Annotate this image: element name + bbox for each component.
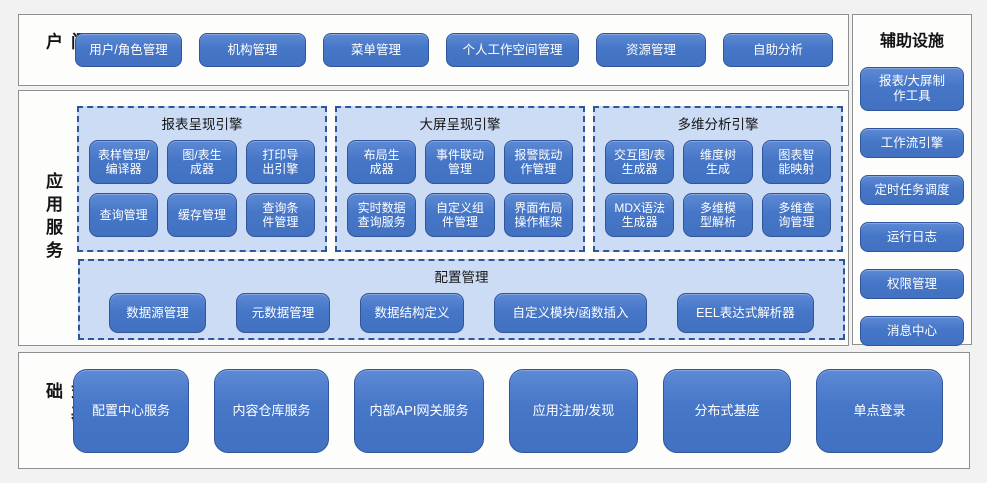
layout-generator-node: 布局生 成器 <box>347 140 417 184</box>
org-management-node: 机构管理 <box>199 33 306 67</box>
chart-table-generator-node: 图/表生 成器 <box>167 140 237 184</box>
bigscreen-engine-grid: 布局生 成器 事件联动 管理 报警既动 作管理 实时数据 查询服务 自定义组 件… <box>347 140 573 237</box>
foundation-panel: 分布式基础 配置中心服务 内容仓库服务 内部API网关服务 应用注册/发现 分布… <box>18 352 970 469</box>
app-register-discovery-node: 应用注册/发现 <box>509 368 638 453</box>
olap-engine-title: 多维分析引擎 <box>677 117 759 132</box>
report-engine-grid: 表样管理/ 编译器 图/表生 成器 打印导 出引擎 查询管理 缓存管理 查询条 … <box>89 140 315 237</box>
chart-smart-mapping-node: 图表智 能映射 <box>761 140 831 184</box>
metadata-management-node: 元数据管理 <box>236 293 330 333</box>
permission-management-node: 权限管理 <box>860 269 964 299</box>
interactive-chart-generator-node: 交互图/表 生成器 <box>605 140 675 184</box>
multidim-query-management-node: 多维查 询管理 <box>761 193 831 237</box>
ui-layout-framework-node: 界面布局 操作框架 <box>503 193 573 237</box>
report-engine-title: 报表呈现引擎 <box>161 117 243 132</box>
config-management-title: 配置管理 <box>434 270 489 285</box>
message-center-node: 消息中心 <box>860 316 964 346</box>
alarm-action-management-node: 报警既动 作管理 <box>503 140 573 184</box>
query-management-node: 查询管理 <box>89 193 159 237</box>
query-condition-management-node: 查询条 件管理 <box>245 193 315 237</box>
realtime-data-query-node: 实时数据 查询服务 <box>347 193 417 237</box>
auxiliary-title: 辅助设施 <box>879 33 944 50</box>
content-repo-service-node: 内容仓库服务 <box>214 368 329 453</box>
report-bigscreen-tool-node: 报表/大屏制 作工具 <box>860 67 964 111</box>
app-services-panel: 应用服务 报表呈现引擎 表样管理/ 编译器 图/表生 成器 打印导 出引擎 查询… <box>18 90 849 346</box>
auxiliary-panel: 辅助设施 报表/大屏制 作工具 工作流引擎 定时任务调度 运行日志 权限管理 消… <box>852 14 972 346</box>
dimension-tree-node: 维度树 生成 <box>683 140 753 184</box>
app-services-label: 应用服务 <box>43 172 62 264</box>
user-role-management-node: 用户/角色管理 <box>75 33 182 67</box>
eel-expression-parser-node: EEL表达式解析器 <box>677 293 814 333</box>
resource-management-node: 资源管理 <box>596 33 706 67</box>
foundation-node-row: 配置中心服务 内容仓库服务 内部API网关服务 应用注册/发现 分布式基座 单点… <box>73 368 943 453</box>
datasource-management-node: 数据源管理 <box>109 293 206 333</box>
workflow-engine-node: 工作流引擎 <box>860 128 964 158</box>
data-structure-definition-node: 数据结构定义 <box>360 293 464 333</box>
portal-node-row: 用户/角色管理 机构管理 菜单管理 个人工作空间管理 资源管理 自助分析 <box>75 33 833 67</box>
bigscreen-engine-group: 大屏呈现引擎 布局生 成器 事件联动 管理 报警既动 作管理 实时数据 查询服务… <box>335 106 585 252</box>
sso-node: 单点登录 <box>816 368 943 453</box>
custom-module-function-node: 自定义模块/函数插入 <box>494 293 647 333</box>
auxiliary-node-column: 报表/大屏制 作工具 工作流引擎 定时任务调度 运行日志 权限管理 消息中心 <box>853 67 971 346</box>
custom-component-management-node: 自定义组 件管理 <box>425 193 495 237</box>
report-style-compiler-node: 表样管理/ 编译器 <box>89 140 159 184</box>
internal-api-gateway-node: 内部API网关服务 <box>354 368 484 453</box>
distributed-base-node: 分布式基座 <box>663 368 791 453</box>
multidim-model-parsing-node: 多维模 型解析 <box>683 193 753 237</box>
mdx-syntax-generator-node: MDX语法 生成器 <box>605 193 675 237</box>
personal-workspace-management-node: 个人工作空间管理 <box>446 33 579 67</box>
portal-panel: 门户 用户/角色管理 机构管理 菜单管理 个人工作空间管理 资源管理 自助分析 <box>18 14 849 86</box>
config-management-group: 配置管理 数据源管理 元数据管理 数据结构定义 自定义模块/函数插入 EEL表达… <box>78 259 845 340</box>
scheduled-task-node: 定时任务调度 <box>860 175 964 205</box>
run-log-node: 运行日志 <box>860 222 964 252</box>
olap-engine-grid: 交互图/表 生成器 维度树 生成 图表智 能映射 MDX语法 生成器 多维模 型… <box>605 140 831 237</box>
print-export-engine-node: 打印导 出引擎 <box>245 140 315 184</box>
engine-groups: 报表呈现引擎 表样管理/ 编译器 图/表生 成器 打印导 出引擎 查询管理 缓存… <box>77 106 843 252</box>
event-linkage-management-node: 事件联动 管理 <box>425 140 495 184</box>
report-engine-group: 报表呈现引擎 表样管理/ 编译器 图/表生 成器 打印导 出引擎 查询管理 缓存… <box>77 106 327 252</box>
cache-management-node: 缓存管理 <box>167 193 237 237</box>
menu-management-node: 菜单管理 <box>323 33 429 67</box>
bigscreen-engine-title: 大屏呈现引擎 <box>419 117 501 132</box>
config-node-row: 数据源管理 元数据管理 数据结构定义 自定义模块/函数插入 EEL表达式解析器 <box>80 293 843 333</box>
olap-engine-group: 多维分析引擎 交互图/表 生成器 维度树 生成 图表智 能映射 MDX语法 生成… <box>593 106 843 252</box>
config-center-service-node: 配置中心服务 <box>73 368 189 453</box>
self-service-analysis-node: 自助分析 <box>723 33 833 67</box>
